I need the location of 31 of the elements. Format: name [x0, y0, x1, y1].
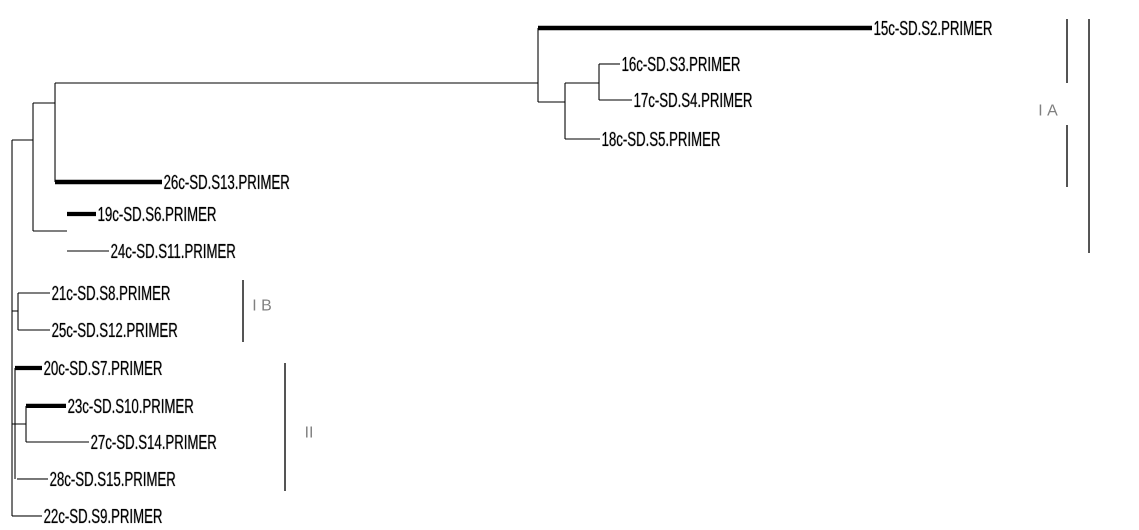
branch-line: [16, 478, 49, 480]
branch-line: [66, 250, 110, 252]
branch-line: [26, 403, 66, 409]
group-label: I B: [253, 299, 271, 311]
branch-line: [598, 63, 621, 65]
branch-line: [55, 179, 162, 185]
leaf-label: 24c-SD.S11.PRIMER: [111, 243, 236, 259]
leaf-label: 18c-SD.S5.PRIMER: [602, 131, 720, 147]
leaf-label: 16c-SD.S3.PRIMER: [622, 56, 740, 72]
branch-line: [538, 25, 872, 31]
branch-line: [17, 329, 51, 331]
branch-line: [15, 365, 42, 371]
group-label: II: [306, 426, 312, 438]
leaf-label: 17c-SD.S4.PRIMER: [634, 92, 752, 108]
branch-line: [67, 211, 96, 217]
leaf-label: 27c-SD.S14.PRIMER: [91, 434, 217, 450]
branch-line: [25, 441, 90, 443]
branch-line: [17, 292, 51, 294]
leaf-label: 25c-SD.S12.PRIMER: [52, 322, 178, 338]
leaf-label: 22c-SD.S9.PRIMER: [44, 508, 162, 524]
leaf-label: 20c-SD.S7.PRIMER: [44, 360, 162, 376]
branch-line: [598, 99, 633, 101]
leaf-label: 28c-SD.S15.PRIMER: [50, 471, 176, 487]
branch-line: [564, 138, 601, 140]
group-label: I A: [1039, 104, 1058, 116]
leaf-label: 15c-SD.S2.PRIMER: [874, 20, 992, 36]
leaf-label: 19c-SD.S6.PRIMER: [98, 206, 216, 222]
leaf-label: 23c-SD.S10.PRIMER: [68, 398, 194, 414]
branch-line: [11, 515, 43, 517]
leaf-label: 21c-SD.S8.PRIMER: [52, 285, 170, 301]
leaf-label: 26c-SD.S13.PRIMER: [164, 174, 290, 190]
